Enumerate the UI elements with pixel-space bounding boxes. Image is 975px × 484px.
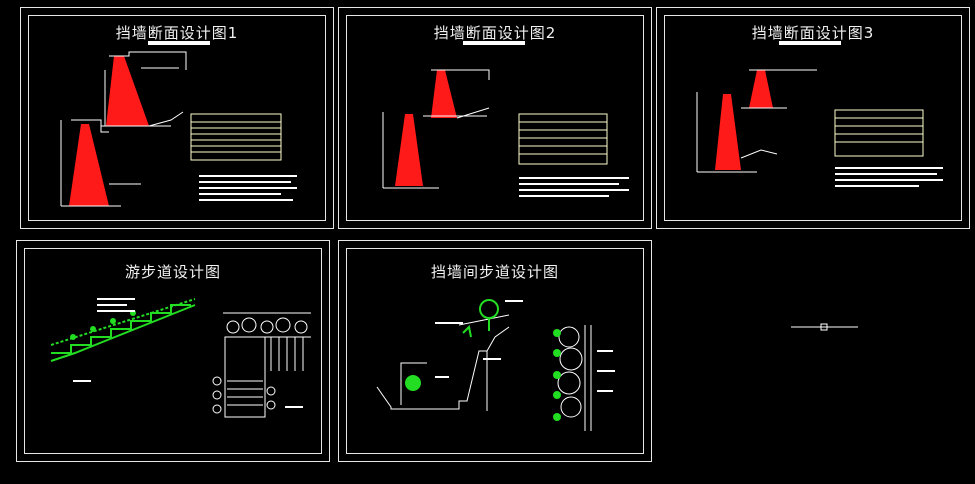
- sheet-title: 挡墙断面设计图3: [751, 24, 875, 42]
- footpath-drawing: [50, 298, 311, 418]
- retaining-wall-section-drawing: [696, 69, 943, 187]
- retaining-wall-section-drawing: [60, 51, 297, 207]
- title-underline: [148, 41, 210, 45]
- sheet-title: 挡墙断面设计图2: [433, 24, 557, 42]
- drawing-sheet-2: 挡墙断面设计图2: [338, 7, 652, 229]
- sheet-title: 挡墙间步道设计图: [430, 263, 559, 281]
- wall-path-drawing: [376, 299, 615, 431]
- sheet-inner-border: [24, 248, 322, 454]
- sheet-inner-border: [346, 248, 644, 454]
- sheet-inner-border: [28, 15, 326, 221]
- retaining-wall-section-drawing: [382, 69, 629, 197]
- title-underline: [779, 41, 841, 45]
- drawing-sheet-3: 挡墙断面设计图3: [656, 7, 970, 229]
- sheet-title: 挡墙断面设计图1: [115, 24, 239, 42]
- drawing-sheet-4: 游步道设计图: [16, 240, 330, 462]
- title-underline: [463, 41, 525, 45]
- drawing-sheet-1: 挡墙断面设计图1: [20, 7, 334, 229]
- sheet-title: 游步道设计图: [124, 263, 221, 281]
- sheet-inner-border: [346, 15, 644, 221]
- sheet-inner-border: [664, 15, 962, 221]
- drawing-sheet-5: 挡墙间步道设计图: [338, 240, 652, 462]
